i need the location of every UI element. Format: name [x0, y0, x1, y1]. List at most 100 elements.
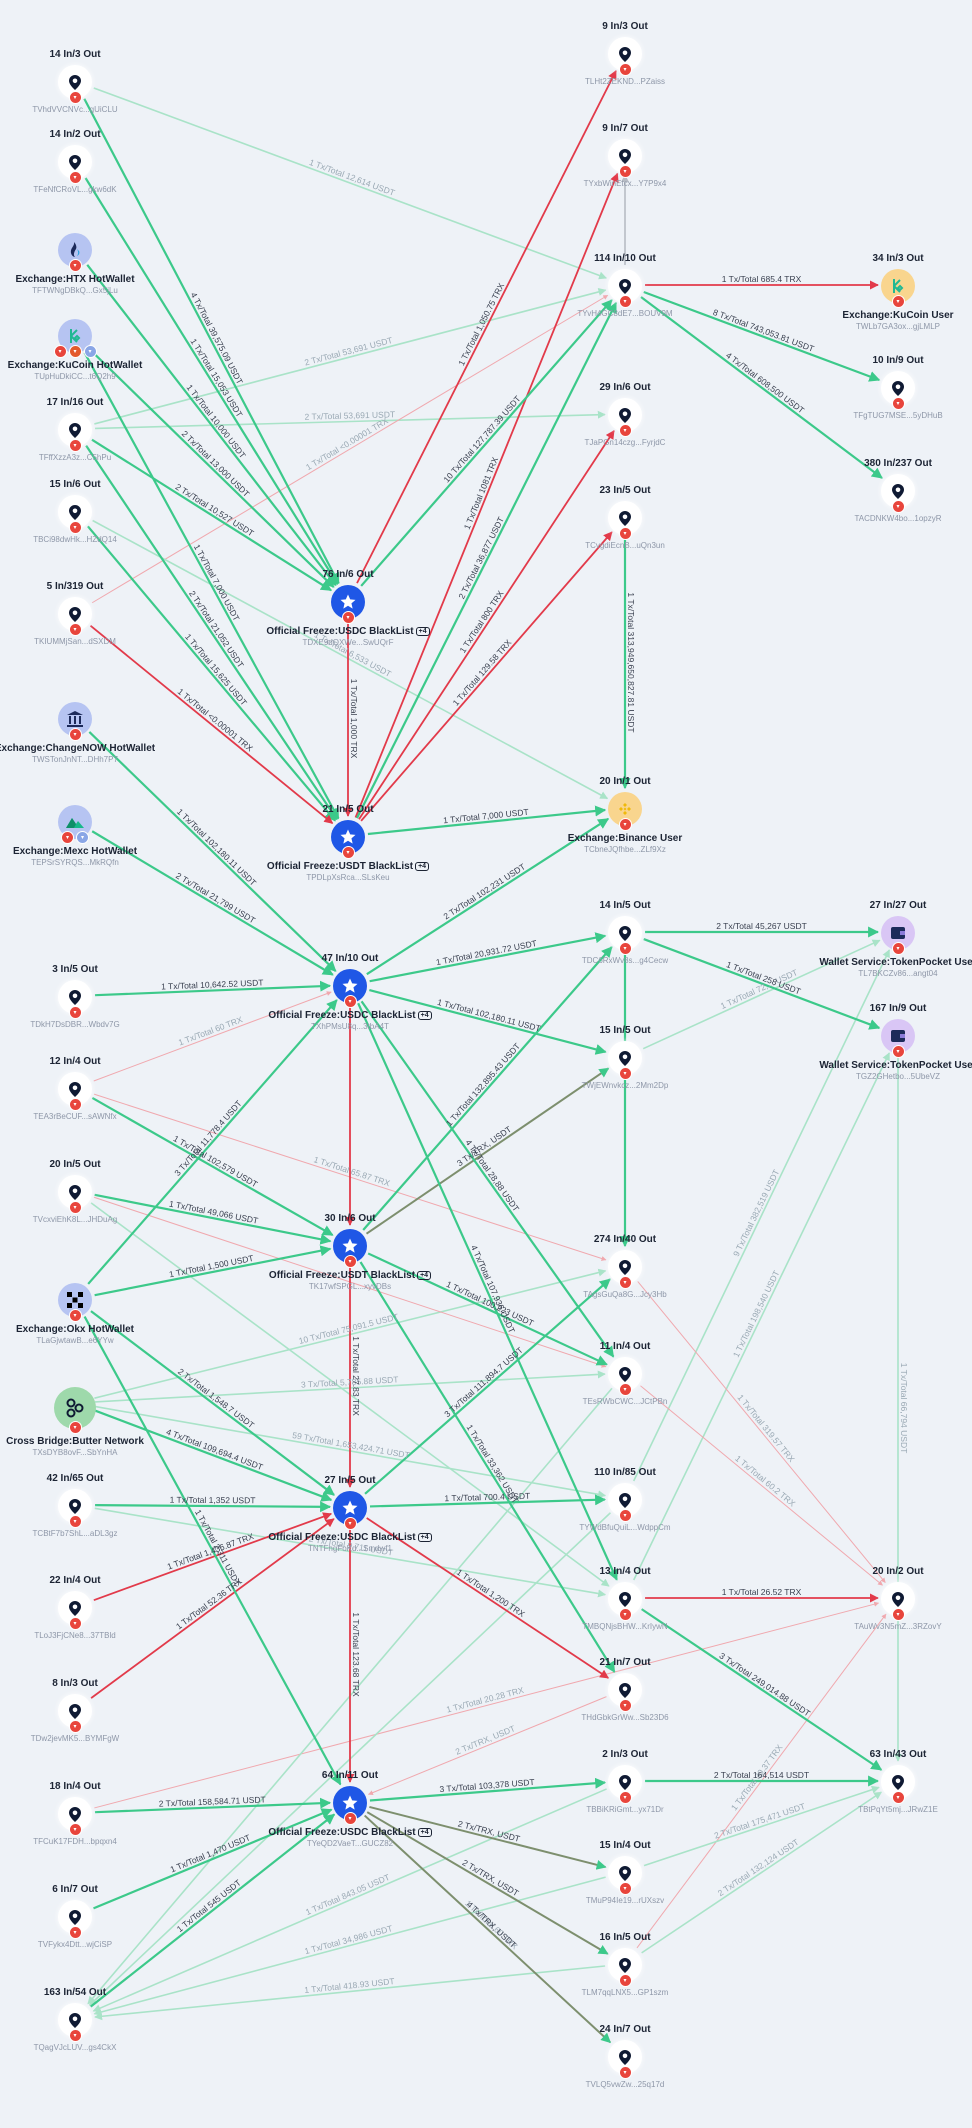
- graph-node[interactable]: 17 In/16 Out▾TFffXzzA3z...C5hPu: [0, 396, 165, 462]
- graph-node[interactable]: 15 In/6 Out▾TBCi98dwHk...HZdQ14: [0, 478, 165, 544]
- node-circle[interactable]: [881, 1765, 915, 1799]
- graph-node[interactable]: 29 In/6 Out▾TJaPGn14czg...FyrjdC: [535, 381, 715, 447]
- edge-o2-m3[interactable]: [356, 301, 617, 819]
- graph-node[interactable]: 42 In/65 Out▾TCBtF7b7ShL...aDL3gz: [0, 1472, 165, 1538]
- graph-node[interactable]: 163 In/54 Out▾TQagVJcLUV...gs4CkX: [0, 1986, 165, 2052]
- graph-node[interactable]: 110 In/85 Out▾TYWdBfuQuiL...WdppCm: [535, 1466, 715, 1532]
- graph-node[interactable]: 64 In/11 Out▾Official Freeze:USDC BlackL…: [260, 1769, 440, 1848]
- edge-o6-m14[interactable]: [369, 1777, 607, 1802]
- graph-node[interactable]: 47 In/10 Out▾Official Freeze:USDC BlackL…: [260, 952, 440, 1031]
- more-tags-badge[interactable]: +4: [415, 626, 430, 636]
- edge-o6-m17[interactable]: [364, 1814, 612, 2044]
- graph-node[interactable]: 8 In/3 Out▾TDw2jevMK5...BYMFgW: [0, 1677, 165, 1743]
- edge-n18-r6[interactable]: [94, 1601, 880, 1809]
- edge-o3-m6[interactable]: [366, 817, 610, 976]
- edge-o6-m16[interactable]: [366, 1811, 609, 1955]
- edge-n13-o3[interactable]: [87, 999, 338, 1285]
- more-tags-badge[interactable]: +4: [417, 1010, 432, 1020]
- graph-node[interactable]: 16 In/5 Out▾TLM7qqLNX5...GP1szm: [535, 1931, 715, 1997]
- graph-node[interactable]: 20 In/2 Out▾TAuWv3N5mZ...3RZovY: [808, 1565, 972, 1631]
- edge-n17-o5[interactable]: [90, 1518, 335, 1699]
- graph-node[interactable]: 9 In/7 Out▾TYxbWinEtcx...Y7P9x4: [535, 122, 715, 188]
- edge-n11-o4[interactable]: [91, 1096, 334, 1237]
- edge-n16-o5[interactable]: [93, 1512, 333, 1602]
- edge-m3-r3[interactable]: [640, 296, 883, 479]
- graph-node[interactable]: 114 In/10 Out▾TYvH4GC8dE7...BOUV9M: [535, 252, 715, 318]
- edge-n6-m6[interactable]: [92, 519, 609, 800]
- edge-o5-m13[interactable]: [366, 1517, 610, 1679]
- node-circle[interactable]: [608, 2040, 642, 2074]
- edge-m14-n20[interactable]: [92, 1788, 607, 2012]
- edge-o2-m2[interactable]: [354, 172, 619, 818]
- edge-m15-r7[interactable]: [643, 1785, 880, 1867]
- graph-node[interactable]: 2 In/3 Out▾TBBiKRiGmt...yx71Dr: [535, 1748, 715, 1814]
- graph-node[interactable]: 6 In/7 Out▾TVFykx4Dtt...wjCiSP: [0, 1883, 165, 1949]
- node-circle[interactable]: [58, 1072, 92, 1106]
- edge-n9-o3[interactable]: [91, 830, 334, 976]
- graph-node[interactable]: 20 In/5 Out▾TVcxviEhK8L...JHDuAg: [0, 1158, 165, 1224]
- edge-n7-o2[interactable]: [89, 624, 334, 825]
- edge-m8-r4[interactable]: [642, 939, 881, 1050]
- edge-m16-r7[interactable]: [641, 1791, 883, 1954]
- more-tags-badge[interactable]: +4: [417, 1827, 432, 1837]
- graph-node[interactable]: 15 In/4 Out▾TMuP94Ie19...rUXszv: [535, 1839, 715, 1905]
- edge-m16-n20[interactable]: [94, 1965, 606, 2021]
- edge-n10-o3[interactable]: [94, 980, 332, 997]
- edge-n1-o1[interactable]: [83, 98, 340, 585]
- edge-m11-r4[interactable]: [632, 949, 891, 1482]
- edge-n6-o2[interactable]: [87, 525, 336, 822]
- edge-n13-o4[interactable]: [94, 1245, 332, 1297]
- edge-o3-m12[interactable]: [357, 1002, 618, 1581]
- graph-node[interactable]: 14 In/3 Out▾TVhdVVCNVc...gUiCLU: [0, 48, 165, 114]
- edge-n13-o6[interactable]: [83, 1316, 342, 1786]
- edge-n11-o3[interactable]: [93, 991, 332, 1082]
- graph-node[interactable]: 18 In/4 Out▾TFCuK17FDH...bpqxn4: [0, 1780, 165, 1846]
- graph-node[interactable]: 24 In/7 Out▾TVLQ5vwZw...25q17d: [535, 2023, 715, 2089]
- node-circle[interactable]: [333, 1786, 367, 1820]
- edge-o3-m10[interactable]: [360, 1000, 615, 1358]
- edge-n18-o6[interactable]: [94, 1797, 332, 1814]
- edge-m10-r6[interactable]: [640, 1385, 883, 1586]
- edge-m12-r7[interactable]: [641, 1608, 883, 1771]
- edge-o5-m9[interactable]: [364, 1278, 611, 1495]
- edge-n13-o5[interactable]: [90, 1310, 335, 1496]
- edge-m12-r5[interactable]: [633, 1052, 890, 1581]
- graph-node[interactable]: 27 In/5 Out▾Official Freeze:USDC BlackLi…: [260, 1474, 440, 1553]
- graph-node[interactable]: 15 In/5 Out▾TWjEWnvkcz...2Mm2Dp: [535, 1024, 715, 1090]
- edge-o2-m6[interactable]: [367, 805, 607, 836]
- edge-n4-o2[interactable]: [83, 352, 340, 820]
- edge-n5-m3[interactable]: [94, 288, 607, 425]
- edge-n2-o1[interactable]: [84, 177, 339, 585]
- edge-o3-m7[interactable]: [369, 932, 607, 983]
- edge-n1-m3[interactable]: [93, 87, 607, 280]
- more-tags-badge[interactable]: +4: [417, 1270, 432, 1280]
- edge-n12-o4[interactable]: [94, 1193, 332, 1245]
- edge-o6-m15[interactable]: [369, 1805, 607, 1870]
- edge-n14-o5[interactable]: [93, 1409, 333, 1502]
- edge-n4-o1[interactable]: [88, 348, 335, 588]
- node-circle[interactable]: [881, 371, 915, 405]
- edge-o4-m8[interactable]: [365, 1067, 610, 1235]
- node-circle[interactable]: [331, 820, 365, 854]
- graph-node[interactable]: 12 In/4 Out▾TEA3rBeCUF...sAWNfx: [0, 1055, 165, 1121]
- edge-n15-o5[interactable]: [94, 1501, 332, 1513]
- graph-node[interactable]: 14 In/5 Out▾TDC6RxWv8s...g4Cecw: [535, 899, 715, 965]
- edge-o2-m4[interactable]: [358, 429, 615, 820]
- edge-n20-o6[interactable]: [90, 1813, 336, 2008]
- edge-o1-m3[interactable]: [360, 299, 613, 587]
- more-tags-badge[interactable]: +4: [415, 861, 430, 871]
- more-tags-badge[interactable]: +4: [417, 1532, 432, 1542]
- graph-node[interactable]: 76 In/6 Out▾Official Freeze:USDC BlackLi…: [258, 568, 438, 647]
- edge-m7-r5[interactable]: [643, 938, 881, 1030]
- edge-o1-m1[interactable]: [356, 70, 617, 584]
- edge-m3-r2[interactable]: [643, 290, 881, 382]
- edge-m9-r6[interactable]: [637, 1281, 886, 1583]
- edge-n5-o2[interactable]: [85, 444, 338, 821]
- edge-m13-o6[interactable]: [368, 1696, 607, 1796]
- edge-o4-m7[interactable]: [362, 946, 613, 1231]
- graph-node[interactable]: 21 In/5 Out▾Official Freeze:USDT BlackLi…: [258, 803, 438, 882]
